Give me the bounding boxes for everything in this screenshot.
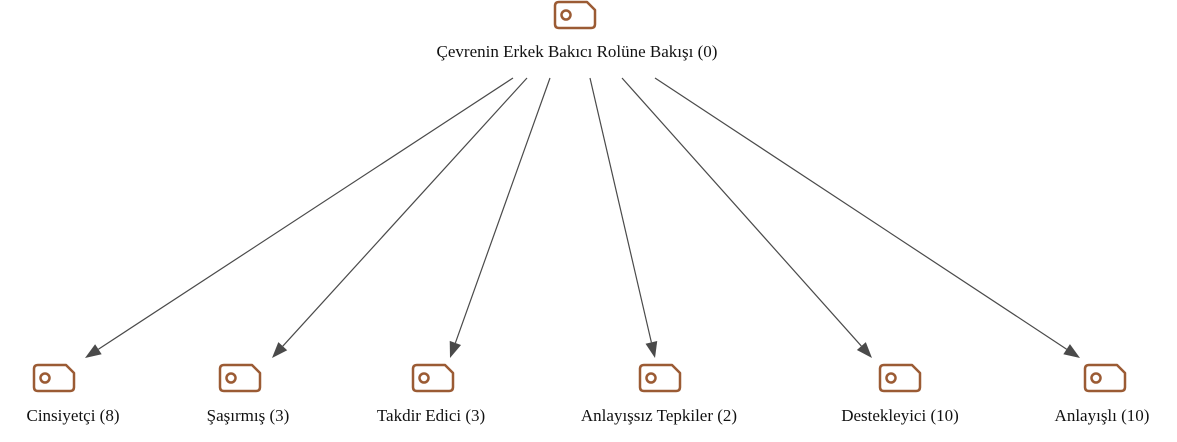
child-node-label-sasirmis[interactable]: Şaşırmış (3) — [206, 406, 290, 425]
tag-icon — [1083, 363, 1127, 393]
child-node-label-anlayissiz-tepkiler[interactable]: Anlayışsız Tepkiler (2) — [580, 406, 738, 425]
root-node-label[interactable]: Çevrenin Erkek Bakıcı Rolüne Bakışı (0) — [436, 42, 718, 61]
child-node-label-destekleyici[interactable]: Destekleyici (10) — [841, 406, 959, 425]
edge-arrow-cinsiyetci — [85, 77, 514, 358]
edge-arrow-destekleyici — [621, 77, 872, 358]
edge-arrow-anlayissiz-tepkiler — [589, 77, 658, 358]
child-node-label-cinsiyetci[interactable]: Cinsiyetçi (8) — [26, 406, 120, 425]
edge-arrow-takdir-edici — [449, 77, 551, 358]
child-node-label-anlayisli[interactable]: Anlayışlı (10) — [1054, 406, 1150, 425]
tag-icon — [411, 363, 455, 393]
edge-arrow-sasirmis — [272, 77, 528, 358]
tag-icon — [638, 363, 682, 393]
tag-icon — [32, 363, 76, 393]
tag-icon — [218, 363, 262, 393]
edge-arrow-anlayisli — [654, 77, 1080, 358]
tag-icon — [878, 363, 922, 393]
child-node-label-takdir-edici[interactable]: Takdir Edici (3) — [376, 406, 486, 425]
tag-icon — [553, 0, 597, 30]
